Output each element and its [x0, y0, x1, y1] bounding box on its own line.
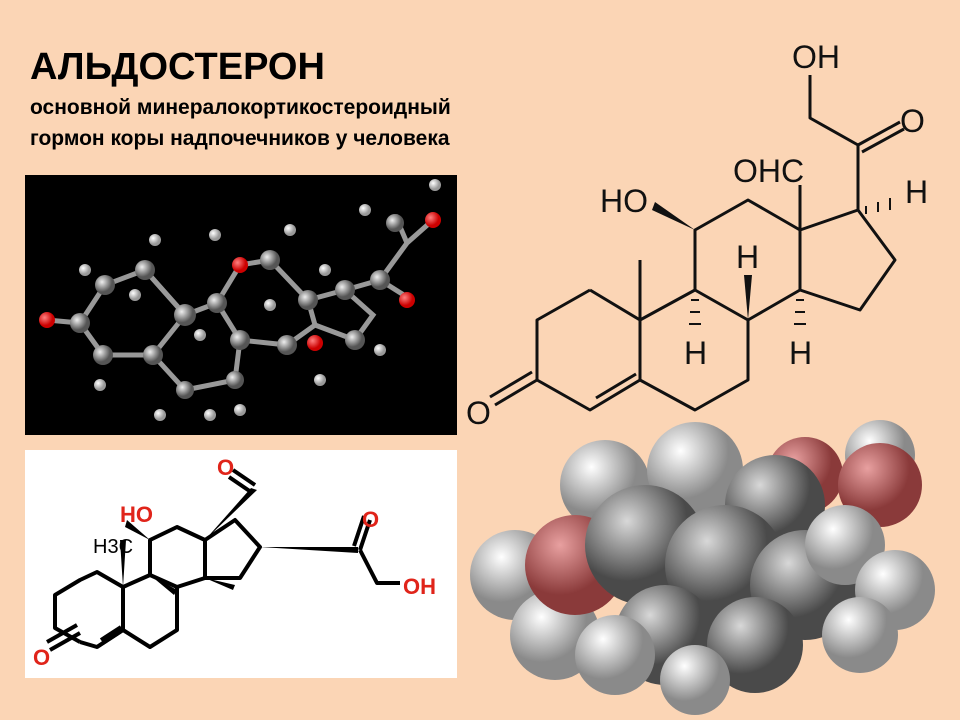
subtitle-line-2: гормон коры надпочечников у человека	[30, 127, 450, 150]
atom-label: H	[736, 239, 759, 275]
atom-label: O	[217, 455, 234, 480]
hydrogen-atoms	[79, 179, 441, 421]
atom-label: O	[900, 103, 925, 139]
atom-label: H	[905, 174, 928, 210]
atom-label: OH	[403, 574, 436, 599]
atom-label: H3C	[93, 536, 133, 558]
oxygen-atoms	[39, 212, 441, 351]
space-filling-model	[470, 420, 935, 715]
atom-label: OHC	[733, 153, 804, 189]
skeletal-formula-small: O HO H3C O OH O	[25, 450, 457, 678]
atom-label: H	[789, 335, 812, 371]
atom-label: H	[684, 335, 707, 371]
atom-label: O	[466, 395, 491, 431]
skeletal-formula-large: OH O OHC HO H H H H O	[466, 39, 928, 431]
ball-and-stick-model	[25, 175, 457, 435]
atom-label: OH	[792, 39, 840, 75]
atom-label: HO	[600, 183, 648, 219]
carbon-atoms	[70, 214, 404, 399]
atom-label: HO	[120, 502, 153, 527]
page-title: АЛЬДОСТЕРОН	[30, 46, 325, 88]
subtitle-line-1: основной минералокортикостероидный	[30, 96, 451, 119]
atom-label: O	[362, 507, 379, 532]
atom-label: O	[33, 645, 50, 670]
atoms	[470, 420, 935, 715]
